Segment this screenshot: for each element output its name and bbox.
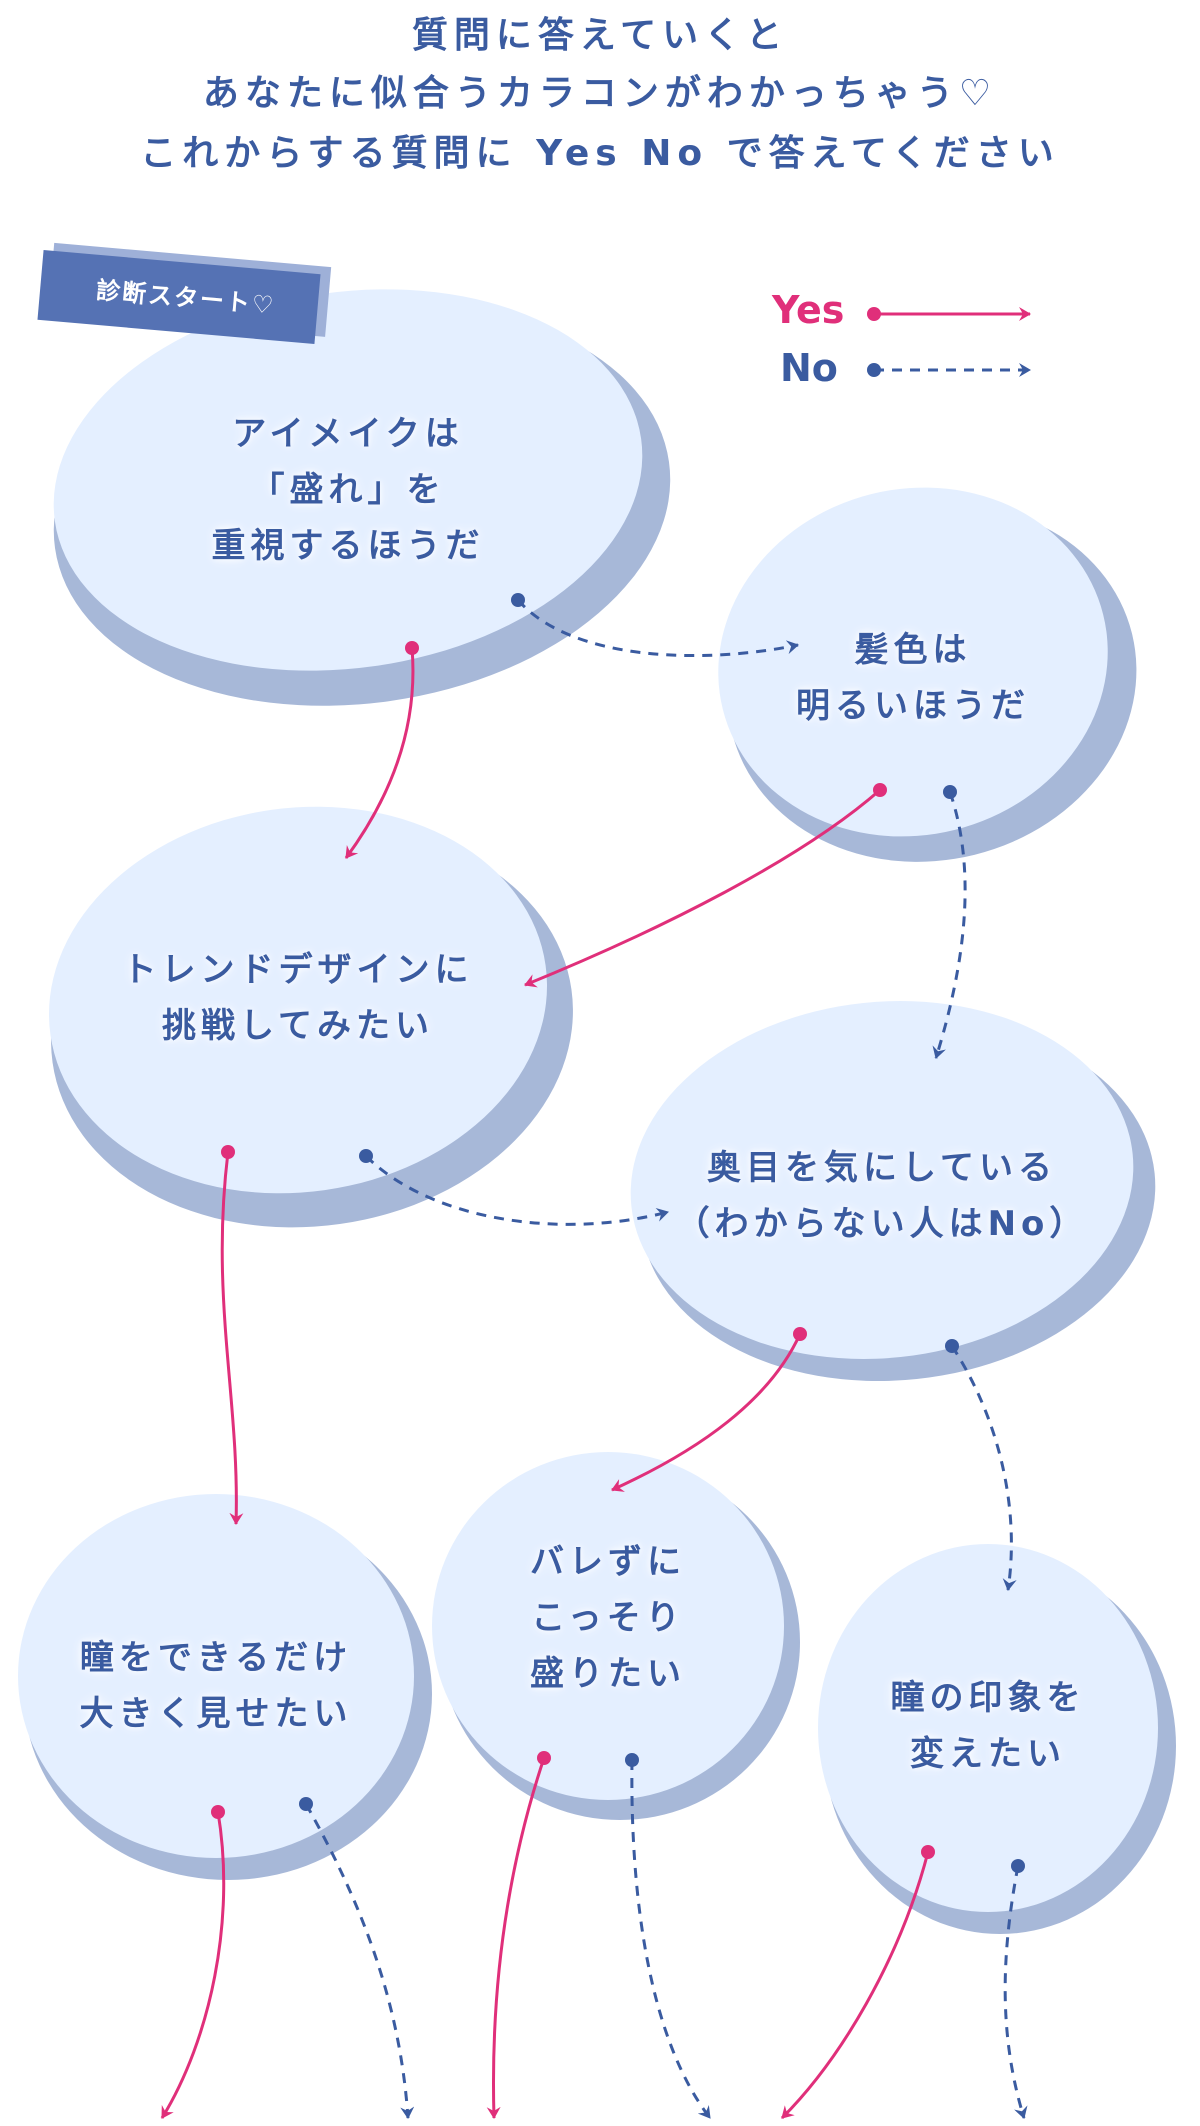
arrow-q1-yes [344,647,415,859]
legend-yes-label: Yes [772,288,845,332]
q6-no-dot [625,1753,639,1767]
legend-no-label: No [780,346,838,390]
q1-line-1: アイメイクは [232,414,464,454]
arrow-q5-no [304,1803,415,2119]
q4-text: 奥目を気にしている （わからない人はNo） [662,1140,1102,1252]
q1-line-3: 重視するほうだ [211,526,485,566]
intro-line-2: あなたに似合うカラコンがわかっちゃう♡ [202,73,998,114]
q3-yes-dot [221,1145,235,1159]
q5-yes-dot [211,1805,225,1819]
arrow-q4-yes [611,1333,802,1492]
q4-no-dot [945,1339,959,1353]
q4-line-2: （わからない人はNo） [675,1204,1089,1244]
q7-no-dot [1011,1859,1025,1873]
q7-line-1: 瞳の印象を [890,1678,1086,1718]
q1-no-dot [511,593,525,607]
q2-bubble [718,487,1108,837]
arrow-q3-no [364,1154,669,1226]
q1-bubble [53,289,643,671]
q6-line-1: バレずに [530,1542,686,1582]
q7-text: 瞳の印象を 変えたい [848,1670,1128,1782]
q5-bubble [18,1494,414,1858]
q5-line-2: 大きく見せたい [79,1694,353,1734]
q6-line-2: こっそり [531,1598,685,1638]
q7-yes-dot [921,1845,935,1859]
arrow-q7-no [1003,1865,1028,2119]
q2-line-2: 明るいほうだ [796,686,1030,726]
q4-yes-dot [793,1327,807,1341]
q4-line-1: 奥目を気にしている [707,1148,1057,1188]
q3-line-1: トレンドデザインに [122,950,474,990]
arrow-q2-yes [524,788,881,988]
q3-line-2: 挑戦してみたい [162,1006,434,1046]
q4-bubble [630,1001,1134,1359]
q3-text: トレンドデザインに 挑戦してみたい [98,942,498,1054]
q7-line-2: 変えたい [910,1734,1066,1774]
q7-bubble [818,1544,1158,1912]
q1-text: アイメイクは 「盛れ」を 重視するほうだ [148,406,548,574]
q3-no-dot [359,1149,373,1163]
q3-bubble [48,806,548,1194]
q2-line-1: 髪色は [854,630,972,670]
q5-text: 瞳をできるだけ 大きく見せたい [46,1630,386,1742]
q1-yes-dot [405,641,419,655]
arrow-q6-no [630,1759,712,2119]
q5-line-1: 瞳をできるだけ [79,1638,353,1678]
q2-text: 髪色は 明るいほうだ [753,622,1073,734]
q6-bubble [432,1452,784,1800]
arrow-q4-no [950,1345,1017,1591]
arrow-q1-no [516,599,799,658]
q6-yes-dot [537,1751,551,1765]
intro-line-3: これからする質問に Yes No で答えてください [140,133,1060,174]
arrow-q2-no [932,791,967,1059]
arrow-q3-yes [220,1151,244,1525]
q5-no-dot [299,1797,313,1811]
arrow-q6-yes [486,1757,546,2119]
q1-line-2: 「盛れ」を [250,470,446,510]
arrow-q5-yes [160,1811,226,2119]
q2-no-dot [943,785,957,799]
q6-line-3: 盛りたい [530,1654,686,1694]
intro-line-1: 質問に答えていくと [411,15,789,56]
q2-yes-dot [873,783,887,797]
arrow-q7-yes [780,1851,930,2120]
q6-text: バレずに こっそり 盛りたい [468,1534,748,1702]
